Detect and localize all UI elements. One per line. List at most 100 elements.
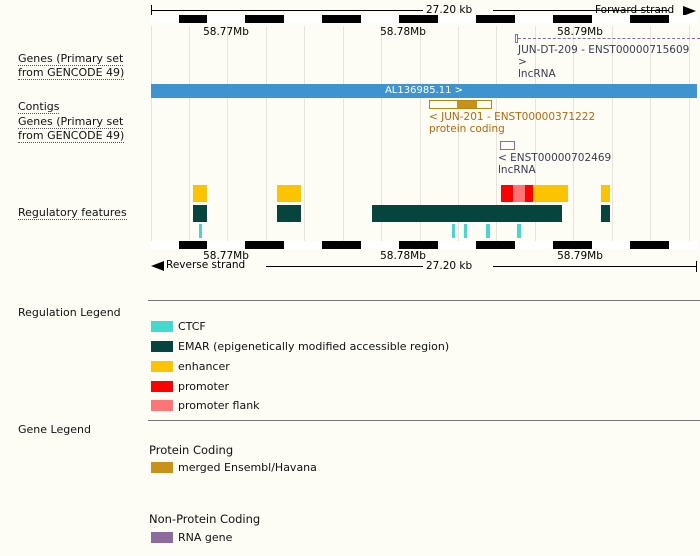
ruler-tick-label: 58.77Mb [203, 250, 249, 262]
regulation-legend-title: Regulation Legend [18, 306, 121, 319]
track-label-contigs[interactable]: Contigs [18, 86, 143, 114]
regulatory-enhancer[interactable] [277, 185, 301, 202]
track-label-regulatory-features-text: Regulatory features [18, 206, 127, 220]
gridline [689, 26, 690, 244]
ruler-tick [284, 241, 322, 249]
gridline [343, 26, 344, 244]
lncrna-top-exon[interactable] [515, 34, 518, 43]
gridline [151, 26, 152, 244]
regulatory-promoter-flank[interactable] [513, 185, 525, 202]
regulatory-emar[interactable] [277, 205, 301, 222]
lncrna-top-label[interactable]: JUN-DT-209 - ENST00000715609 >lncRNA [518, 44, 700, 80]
contig-bar[interactable]: AL136985.11 > [151, 84, 697, 98]
track-label-genes-bottom[interactable]: Genes (Primary set from GENCODE 49) [18, 101, 143, 143]
reverse-strand-label: Reverse strand [166, 259, 246, 271]
ruler-tick-label: 58.79Mb [557, 250, 603, 262]
ruler-tick [361, 15, 399, 23]
genome-browser-panel[interactable]: 27.20 kb Forward strand 58.77Mb 58.78Mb … [148, 0, 700, 280]
gene-jun201-name: < JUN-201 - ENST00000371222 [429, 111, 596, 123]
ruler-tick [669, 15, 697, 23]
regulatory-ctcf[interactable] [199, 224, 202, 238]
legend-swatch-ctcf [151, 321, 173, 332]
ruler-tick [438, 15, 476, 23]
ruler-tick [592, 241, 630, 249]
lncrna-top-biotype: lncRNA [518, 68, 556, 80]
gridline [189, 26, 190, 244]
ruler-tick [592, 15, 630, 23]
track-label-genes-top[interactable]: Genes (Primary set from GENCODE 49) [18, 38, 143, 80]
ruler-tick [438, 241, 476, 249]
gridline [227, 26, 228, 244]
gene-jun201-cds[interactable] [457, 101, 477, 108]
gridline [650, 26, 651, 244]
legend-label-merged-ensembl-havana: merged Ensembl/Havana [178, 461, 317, 474]
forward-strand-arrow-icon [683, 6, 696, 16]
gridline [573, 26, 574, 244]
ruler-tick-label: 58.78Mb [380, 26, 426, 38]
track-label-contigs-text: Contigs [18, 100, 60, 114]
legend-swatch-promoter-flank [151, 400, 173, 411]
regulatory-ctcf[interactable] [517, 224, 521, 238]
gene-legend-heading-protein-coding: Protein Coding [149, 443, 234, 457]
lncrna-bottom-exon[interactable] [500, 141, 515, 150]
track-label-regulatory-features[interactable]: Regulatory features [18, 192, 143, 220]
regulatory-enhancer[interactable] [193, 185, 207, 202]
ruler-tick [669, 241, 697, 249]
legend-label-promoter: promoter [178, 380, 230, 393]
track-label-genes-bottom-text: Genes (Primary set from GENCODE 49) [18, 115, 125, 143]
regulatory-ctcf[interactable] [486, 224, 490, 238]
regulatory-emar[interactable] [193, 205, 207, 222]
lncrna-bottom-name: < ENST00000702469 [498, 152, 612, 164]
contig-name: AL136985.11 > [384, 85, 464, 96]
ruler-tick-label: 58.77Mb [203, 26, 249, 38]
gridline [535, 26, 536, 244]
scale-line-left [151, 10, 423, 11]
ruler-tick [361, 241, 399, 249]
legend-label-promoter-flank: promoter flank [178, 399, 260, 412]
regulatory-emar[interactable] [601, 205, 610, 222]
regulatory-ctcf[interactable] [464, 224, 467, 238]
scale-line-right-bottom [493, 266, 697, 267]
lncrna-top-name: JUN-DT-209 - ENST00000715609 > [518, 44, 690, 68]
lncrna-top-intron-line [518, 38, 700, 39]
legend-swatch-emar [151, 341, 173, 352]
regulatory-promoter[interactable] [525, 185, 533, 202]
legend-separator [148, 300, 700, 301]
scale-label-bottom: 27.20 kb [423, 260, 476, 272]
gridline [496, 26, 497, 244]
ruler-tick [151, 15, 179, 23]
gene-legend-separator [148, 420, 700, 421]
gridline [612, 26, 613, 244]
ruler-tick-label: 58.78Mb [380, 250, 426, 262]
scale-line-right [493, 10, 669, 11]
ruler-tick [515, 15, 553, 23]
legend-swatch-enhancer [151, 361, 173, 372]
lncrna-bottom-biotype: lncRNA [498, 164, 536, 176]
ruler-tick [151, 241, 179, 249]
gridline [420, 26, 421, 244]
regulatory-enhancer[interactable] [601, 185, 610, 202]
scale-line-left-bottom [266, 266, 423, 267]
regulatory-promoter[interactable] [501, 185, 513, 202]
legend-swatch-merged-ensembl-havana [151, 462, 173, 473]
regulatory-ctcf[interactable] [452, 224, 455, 238]
legend-swatch-rna-gene [151, 532, 173, 543]
gridline [381, 26, 382, 244]
scale-label-top: 27.20 kb [423, 4, 476, 16]
legend-label-emar: EMAR (epigenetically modified accessible… [178, 340, 450, 353]
legend-label-rna-gene: RNA gene [178, 531, 233, 544]
regulatory-emar[interactable] [372, 205, 562, 222]
gene-legend-title: Gene Legend [18, 423, 91, 436]
ruler-tick [515, 241, 553, 249]
ruler-top [151, 15, 697, 23]
gridline [304, 26, 305, 244]
regulatory-enhancer[interactable] [533, 185, 568, 202]
legend-label-ctcf: CTCF [178, 320, 206, 333]
ruler-end-right [696, 261, 697, 272]
gridline [458, 26, 459, 244]
gene-legend-heading-non-protein-coding: Non-Protein Coding [149, 512, 261, 526]
ruler-bottom [151, 241, 697, 249]
ruler-tick [284, 15, 322, 23]
